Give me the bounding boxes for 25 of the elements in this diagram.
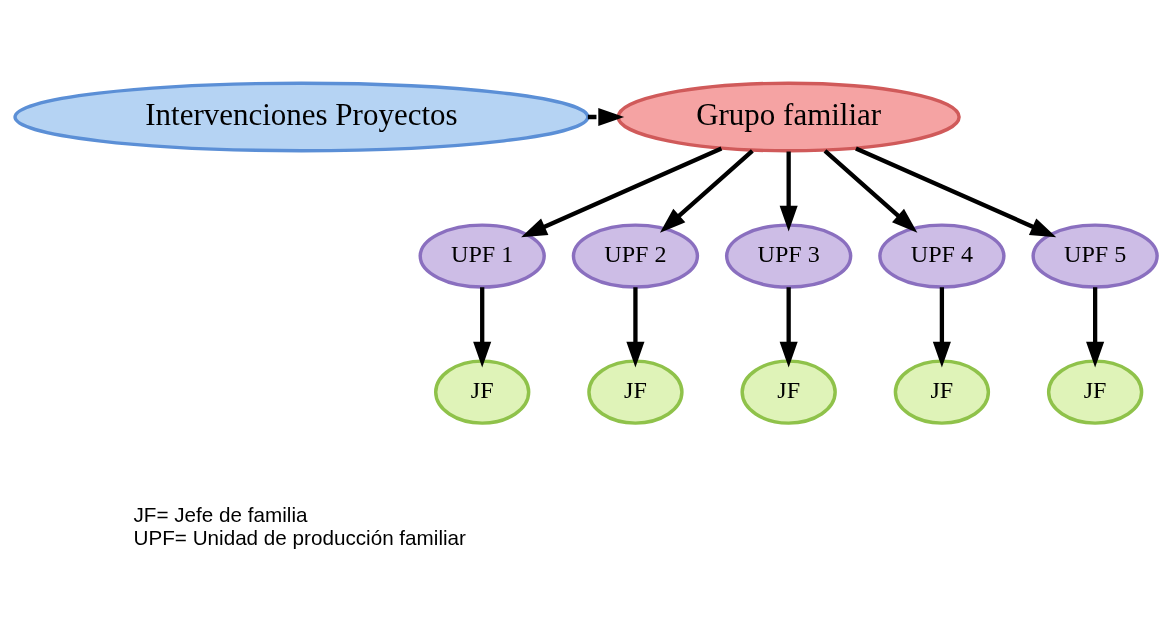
node-ellipse: JF bbox=[587, 358, 684, 425]
node-ellipse: JF bbox=[740, 358, 837, 425]
label: JF= Jefe de familia bbox=[133, 502, 308, 526]
arrow bbox=[659, 148, 754, 233]
node-ellipse: UPF 2 bbox=[571, 222, 700, 289]
arrow bbox=[779, 151, 798, 232]
arrow bbox=[823, 148, 918, 233]
node-ellipse: JF bbox=[434, 358, 531, 425]
node-ellipse: JF bbox=[1046, 358, 1144, 425]
arrow bbox=[521, 146, 723, 237]
node-ellipse: UPF 5 bbox=[1031, 222, 1159, 289]
label: UPF= Unidad de producción familiar bbox=[133, 525, 466, 549]
arrow bbox=[587, 107, 625, 126]
arrow bbox=[855, 146, 1057, 237]
node-ellipse: JF bbox=[893, 358, 991, 425]
arrow bbox=[626, 286, 645, 368]
arrow bbox=[932, 286, 951, 368]
node-ellipse: Intervenciones Proyectos bbox=[13, 81, 590, 152]
node-ellipse: UPF 4 bbox=[878, 222, 1006, 289]
arrow bbox=[473, 286, 492, 368]
node-ellipse: UPF 3 bbox=[724, 222, 853, 289]
node-ellipse: Grupo familiar bbox=[616, 81, 961, 152]
arrow bbox=[1086, 286, 1105, 368]
arrow bbox=[779, 286, 798, 368]
node-ellipse: UPF 1 bbox=[418, 222, 546, 289]
